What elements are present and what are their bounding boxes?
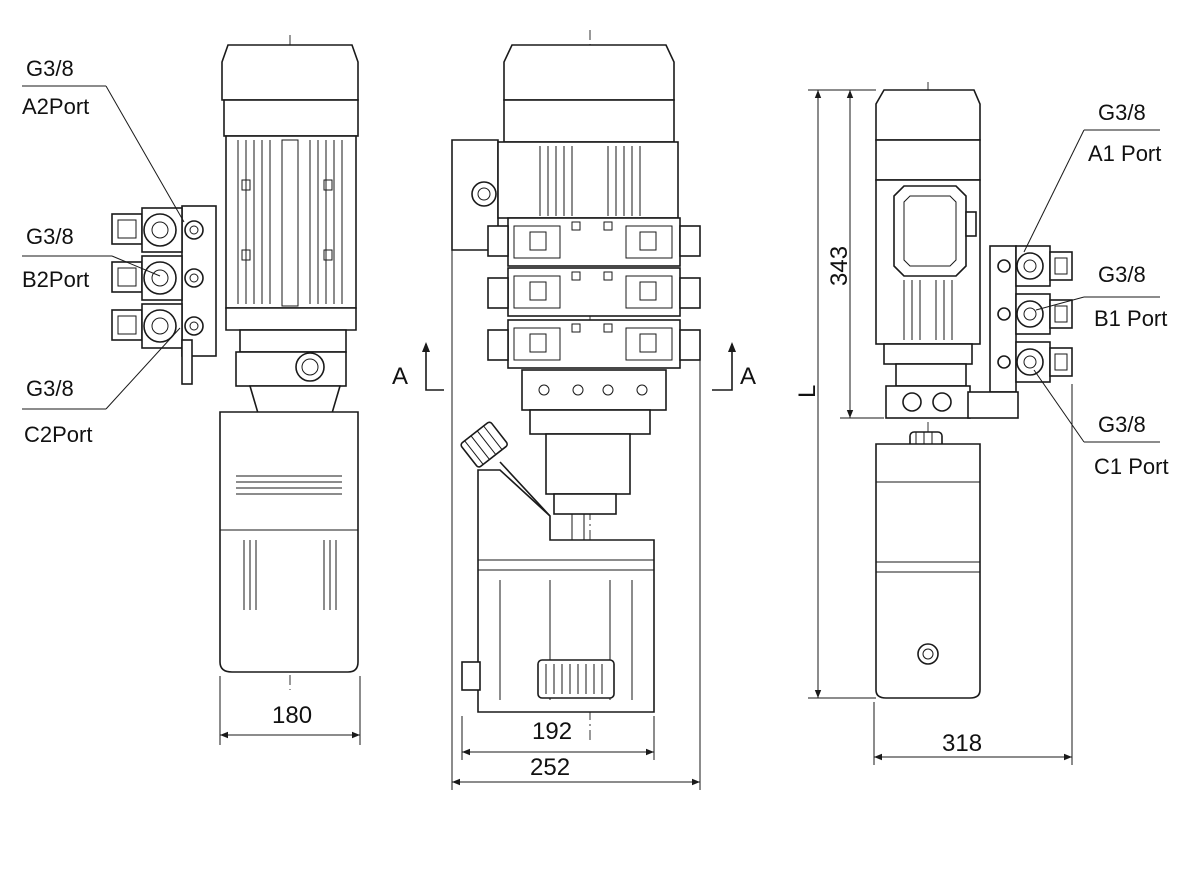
- port-b2-size: G3/8: [26, 224, 74, 249]
- dim-width-right: 318: [942, 730, 983, 757]
- port-c2-name: C2Port: [24, 422, 93, 447]
- port-b1-name: B1 Port: [1094, 306, 1168, 331]
- front-view: [422, 30, 736, 790]
- dim-width-left: 180: [272, 702, 313, 729]
- dim-inner-front: 192: [532, 718, 573, 745]
- right-view: [808, 82, 1160, 765]
- port-b1-size: G3/8: [1098, 262, 1146, 287]
- left-view: [22, 35, 361, 745]
- port-b2-name: B2Port: [22, 267, 90, 292]
- dim-length-l: L: [794, 384, 821, 398]
- port-c1-size: G3/8: [1098, 412, 1146, 437]
- right-valve-stack: [997, 245, 1073, 383]
- front-valve-stack: [487, 217, 701, 369]
- port-c2-size: G3/8: [26, 376, 74, 401]
- port-a2-name: A2Port: [22, 94, 90, 119]
- section-mark-right: A: [740, 363, 757, 390]
- port-a2-size: G3/8: [26, 56, 74, 81]
- section-mark-left: A: [392, 363, 409, 390]
- port-a1-size: G3/8: [1098, 100, 1146, 125]
- dim-height-343: 343: [826, 245, 853, 286]
- port-a1-name: A1 Port: [1088, 141, 1162, 166]
- left-valve-stack: [111, 207, 204, 385]
- port-c1-name: C1 Port: [1094, 454, 1169, 479]
- dim-outer-front: 252: [530, 754, 571, 781]
